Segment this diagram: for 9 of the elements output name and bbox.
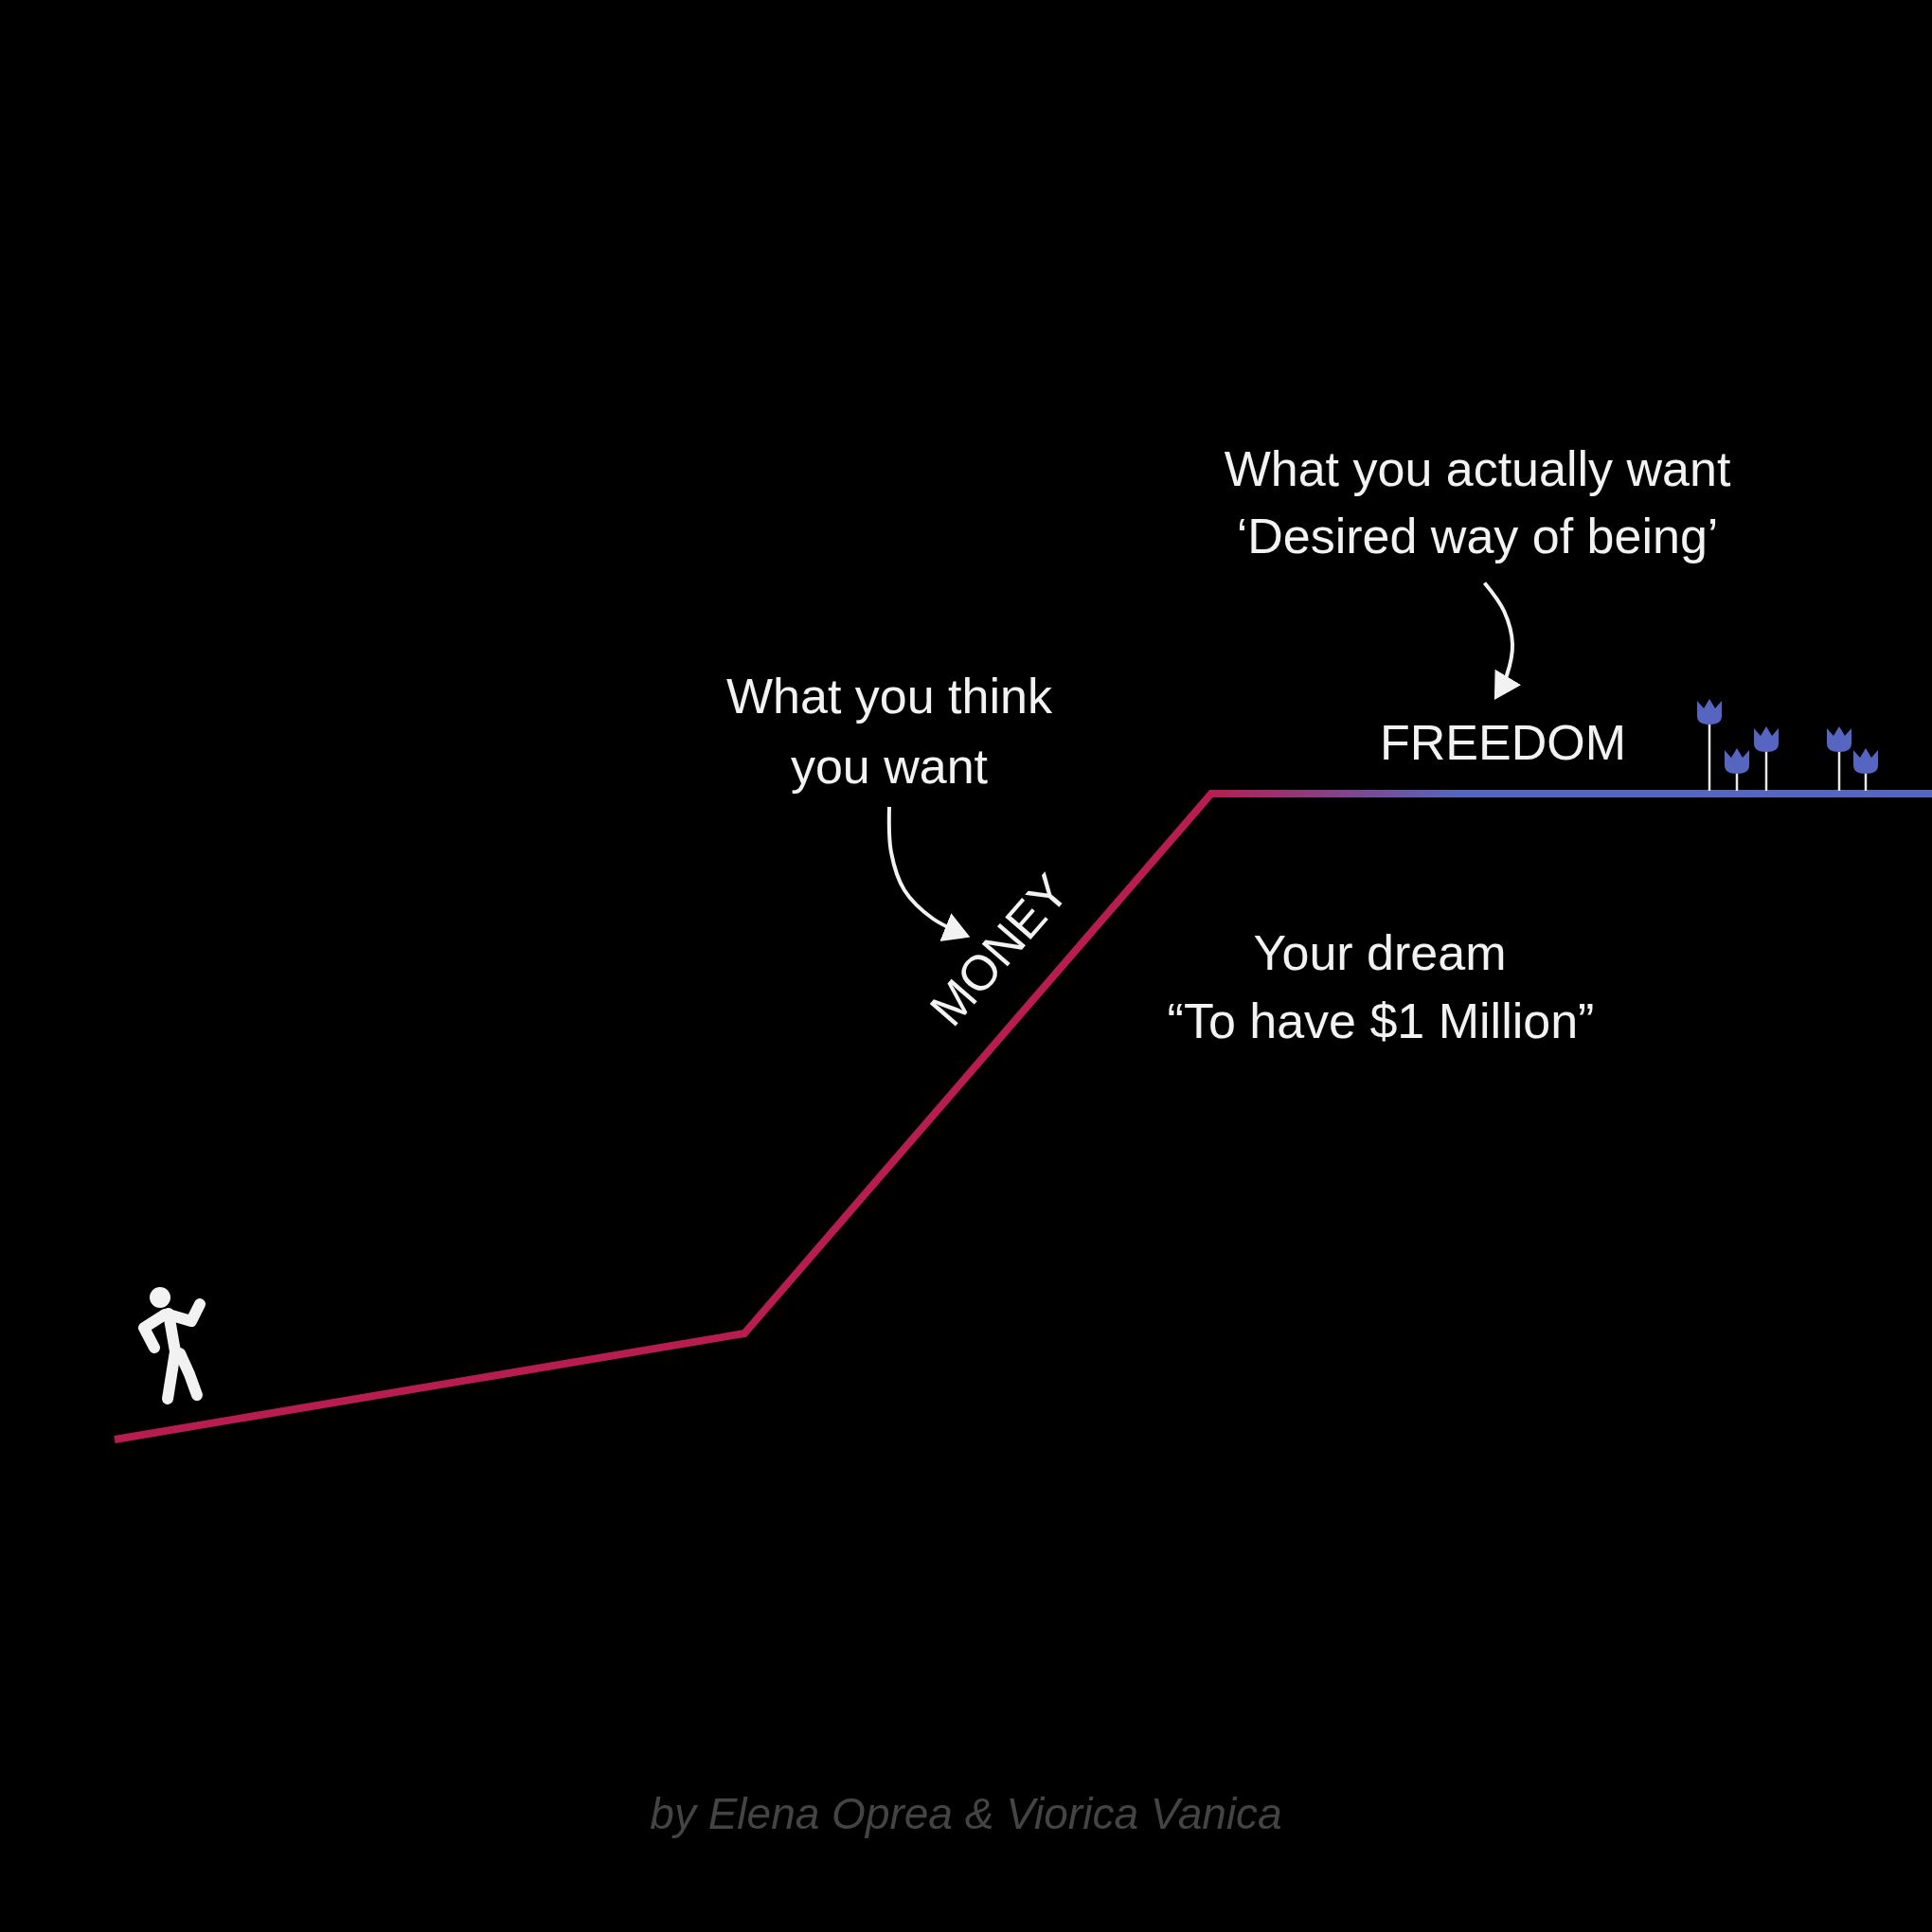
annotation-text: What you think you want	[725, 667, 1053, 796]
curved-arrow	[1482, 581, 1521, 701]
plateau-label: FREEDOM	[1380, 713, 1626, 771]
annotation-text: Your dream	[1253, 923, 1507, 981]
annotation-text: ‘Desired way of being’	[1235, 508, 1720, 566]
annotation-text: What you actually want	[1224, 440, 1731, 499]
curved-arrow	[886, 806, 972, 941]
annotation-text: “To have $1 Million”	[1167, 992, 1595, 1049]
credit-text: by Elena Oprea & Viorica Vanica	[650, 1788, 1282, 1841]
